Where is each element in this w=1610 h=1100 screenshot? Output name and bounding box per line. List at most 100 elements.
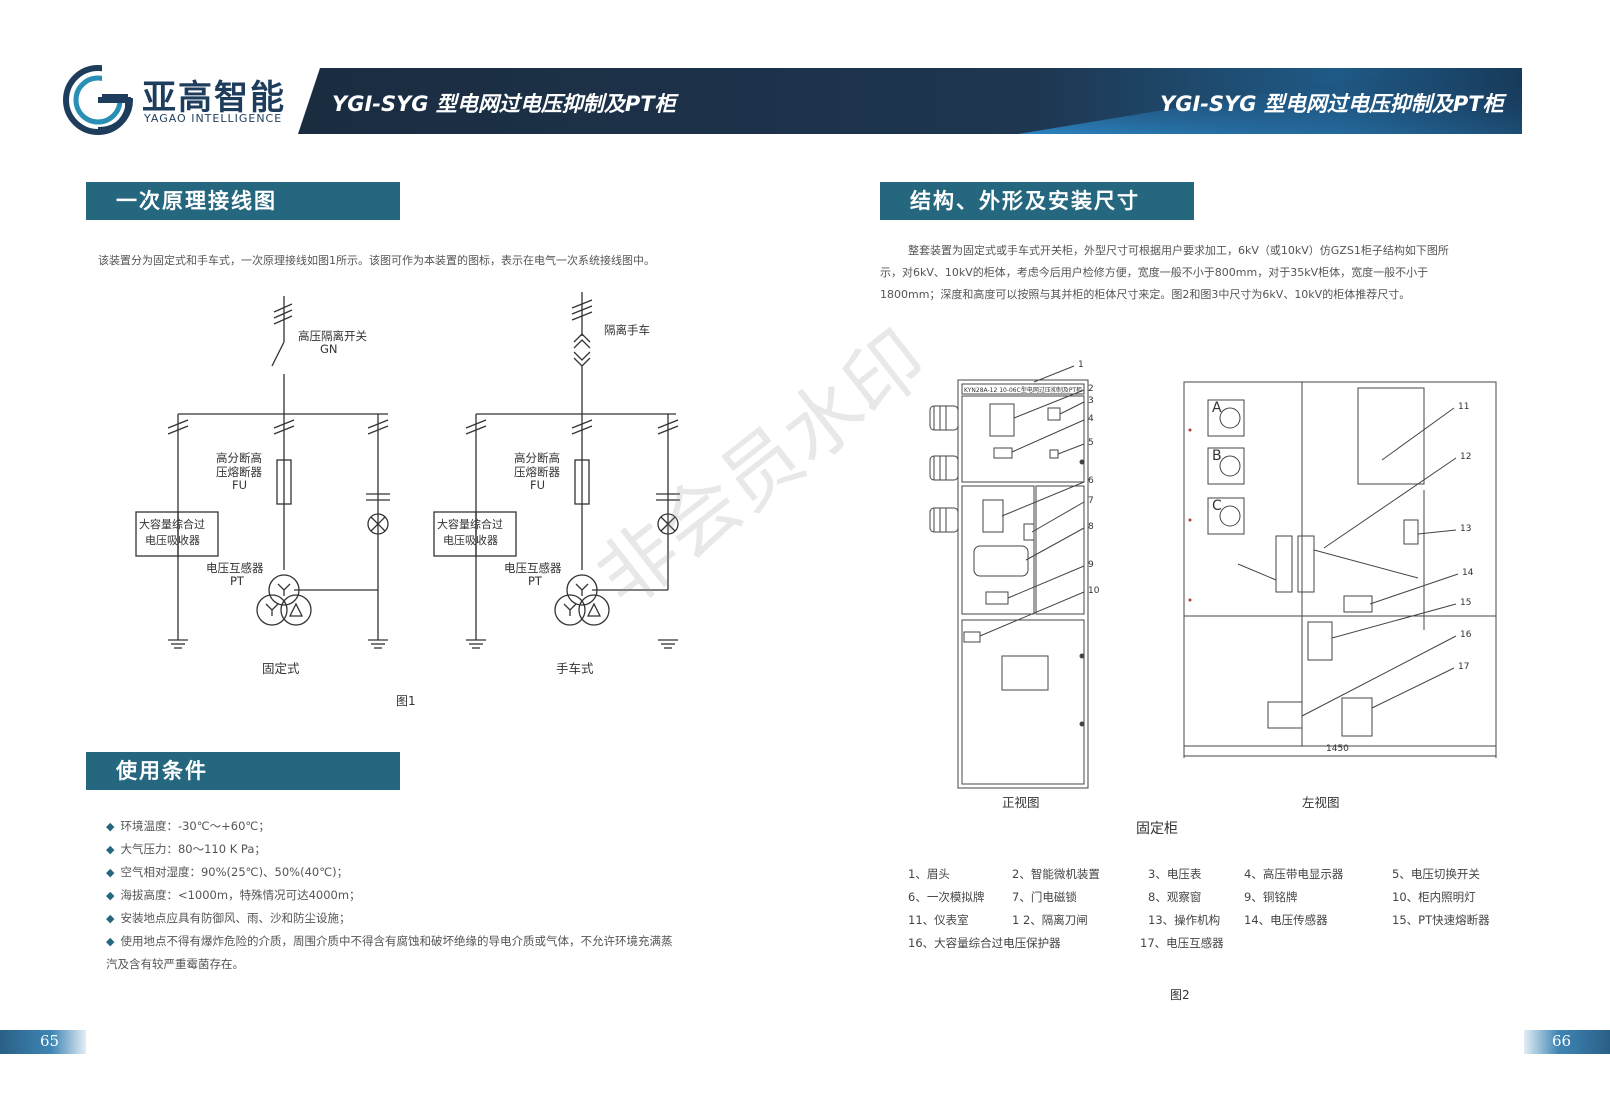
callout-number: 3 xyxy=(1088,396,1094,406)
banner-title-left: YGI-SYG 型电网过电压抑制及PT柜 xyxy=(332,92,676,116)
legend-row: 1、眉头 2、智能微机装置 3、电压表 4、高压带电显示器 5、电压切换开关 xyxy=(908,866,1508,889)
diamond-bullet-icon: ◆ xyxy=(106,820,115,833)
legend-item: 6、一次模拟牌 xyxy=(908,890,985,904)
section-wiring-text: 该装置分为固定式和手车式，一次原理接线如图1所示。该图可作为本装置的图标，表示在… xyxy=(98,254,655,267)
structure-text-line2: 示，对6kV、10kV的柜体，考虑今后用户检修方便，宽度一般不小于800mm，对… xyxy=(880,266,1429,279)
page-bar-left: 65 xyxy=(0,1030,86,1054)
callout-number: 2 xyxy=(1088,384,1094,394)
callout-number: 10 xyxy=(1088,586,1100,596)
fuse-label-line2-handcart: 压熔断器 xyxy=(514,465,560,479)
callout-number: 12 xyxy=(1460,452,1472,462)
condition-item: ◆环境温度：-30℃～+60℃； xyxy=(106,819,270,833)
legend-row: 6、一次模拟牌 7、门电磁锁 8、观察窗 9、铜铭牌 10、柜内照明灯 xyxy=(908,889,1508,912)
figure2-caption: 图2 xyxy=(1170,988,1190,1002)
fuse-label-line1-handcart: 高分断高 xyxy=(514,451,560,465)
section-structure-title: 结构、外形及安装尺寸 xyxy=(880,182,1194,220)
diamond-bullet-icon: ◆ xyxy=(106,935,115,948)
callout-number: 7 xyxy=(1088,496,1094,506)
pt-label-handcart: 电压互感器 xyxy=(504,561,562,575)
title-banner xyxy=(298,68,1522,134)
structure-text-line3: 1800mm；深度和高度可以按照与其并柜的柜体尺寸来定。图2和图3中尺寸为6kV… xyxy=(880,288,1411,301)
front-view-caption: 正视图 xyxy=(1002,795,1040,810)
legend-item: 7、门电磁锁 xyxy=(1012,890,1077,904)
legend-item: 14、电压传感器 xyxy=(1244,913,1328,927)
legend-item: 15、PT快速熔断器 xyxy=(1392,913,1490,927)
legend-item: 2、智能微机装置 xyxy=(1012,867,1100,881)
legend-item: 9、铜铭牌 xyxy=(1244,890,1298,904)
wiring-diagram-svg xyxy=(135,292,680,649)
legend-item: 10、柜内照明灯 xyxy=(1392,890,1476,904)
callout-number: 17 xyxy=(1458,662,1470,672)
page-number-left: 65 xyxy=(40,1032,60,1050)
figure1-caption: 图1 xyxy=(396,694,416,708)
brand-name-en: YAGAO INTELLIGENCE xyxy=(144,112,283,125)
callout-number: 6 xyxy=(1088,476,1094,486)
callout-number: 16 xyxy=(1460,630,1472,640)
callout-number: 8 xyxy=(1088,522,1094,532)
callout-number: 9 xyxy=(1088,560,1094,570)
callout-number: 14 xyxy=(1462,568,1474,578)
structure-text-line1: 整套装置为固定式或手车式开关柜，外型尺寸可根据用户要求加工，6kV（或10kV）… xyxy=(908,244,1449,257)
section-conditions-title: 使用条件 xyxy=(86,752,400,790)
fuse-code-handcart: FU xyxy=(530,478,546,492)
parts-legend: 1、眉头 2、智能微机装置 3、电压表 4、高压带电显示器 5、电压切换开关 6… xyxy=(908,866,1508,958)
switch-label: 高压隔离开关 xyxy=(298,329,367,343)
absorber-label-line2-handcart: 电压吸收器 xyxy=(443,534,498,547)
fixed-type-caption: 固定式 xyxy=(262,661,300,676)
fuse-label-line1: 高分断高 xyxy=(216,451,262,465)
absorber-label-line2: 电压吸收器 xyxy=(145,534,200,547)
legend-item: 13、操作机构 xyxy=(1148,913,1221,927)
legend-item: 17、电压互感器 xyxy=(1140,936,1224,950)
wiring-diagram: 高压隔离开关 GN 隔离手车 高分断高 压熔断器 FU 高分断高 压熔断器 FU… xyxy=(120,290,740,720)
fixed-cabinet-caption: 固定柜 xyxy=(1136,821,1178,837)
callout-number: 15 xyxy=(1460,598,1472,608)
legend-item: 8、观察窗 xyxy=(1148,890,1202,904)
condition-item: ◆海拔高度：<1000m，特殊情况可达4000m； xyxy=(106,888,361,902)
cabinet-drawings: KYN28A-12 10-06C型电网过压抑制及PT柜 A B C 1450 1… xyxy=(884,360,1524,820)
condition-item: ◆空气相对湿度：90%(25℃)、50%(40℃)； xyxy=(106,865,349,879)
side-view-caption: 左视图 xyxy=(1302,795,1340,810)
fuse-label-line2: 压熔断器 xyxy=(216,465,262,479)
legend-item: 3、电压表 xyxy=(1148,867,1202,881)
legend-item: 1、眉头 xyxy=(908,867,950,881)
conditions-list: ◆环境温度：-30℃～+60℃； ◆大气压力：80～110 K Pa； ◆空气相… xyxy=(106,818,746,979)
banner-background xyxy=(298,68,1522,134)
diamond-bullet-icon: ◆ xyxy=(106,912,115,925)
condition-item-continued: 汽及含有较严重霉菌存在。 xyxy=(106,957,244,971)
page-number-right: 66 xyxy=(1552,1032,1572,1050)
cabinet-drawings-svg xyxy=(929,365,1497,789)
legend-row: 16、大容量综合过电压保护器 17、电压互感器 xyxy=(908,935,1508,958)
condition-item: ◆使用地点不得有爆炸危险的介质，周围介质中不得含有腐蚀和破坏绝缘的导电介质或气体… xyxy=(106,934,673,948)
brand-name-cn: 亚高智能 xyxy=(142,78,286,118)
phase-a-label: A xyxy=(1212,400,1222,416)
legend-item: 4、高压带电显示器 xyxy=(1244,867,1344,881)
legend-item: 5、电压切换开关 xyxy=(1392,867,1480,881)
condition-item: ◆安装地点应具有防御风、雨、沙和防尘设施； xyxy=(106,911,351,925)
fuse-code: FU xyxy=(232,478,248,492)
phase-b-label: B xyxy=(1212,448,1222,464)
banner-title-right: YGI-SYG 型电网过电压抑制及PT柜 xyxy=(1160,92,1504,116)
callout-number: 11 xyxy=(1458,402,1470,412)
width-dimension: 1450 xyxy=(1326,744,1349,754)
handcart-type-caption: 手车式 xyxy=(556,661,594,676)
diamond-bullet-icon: ◆ xyxy=(106,843,115,856)
callout-number: 13 xyxy=(1460,524,1472,534)
legend-item: 16、大容量综合过电压保护器 xyxy=(908,936,1061,950)
pt-code-handcart: PT xyxy=(528,574,542,588)
page-bar-right: 66 xyxy=(1524,1030,1610,1054)
legend-item: 1 2、隔离刀闸 xyxy=(1012,913,1088,927)
absorber-label-line1-handcart: 大容量综合过 xyxy=(437,518,503,531)
handcart-label: 隔离手车 xyxy=(604,323,650,337)
absorber-label-line1: 大容量综合过 xyxy=(139,518,205,531)
diamond-bullet-icon: ◆ xyxy=(106,889,115,902)
callout-number: 1 xyxy=(1078,360,1084,370)
phase-c-label: C xyxy=(1212,498,1222,514)
pt-code: PT xyxy=(230,574,244,588)
switch-code: GN xyxy=(320,342,338,356)
logo-mark-icon xyxy=(63,64,142,135)
company-logo xyxy=(62,64,302,136)
section-wiring-title: 一次原理接线图 xyxy=(86,182,400,220)
callout-number: 5 xyxy=(1088,438,1094,448)
condition-item: ◆大气压力：80～110 K Pa； xyxy=(106,842,266,856)
pt-label: 电压互感器 xyxy=(206,561,264,575)
